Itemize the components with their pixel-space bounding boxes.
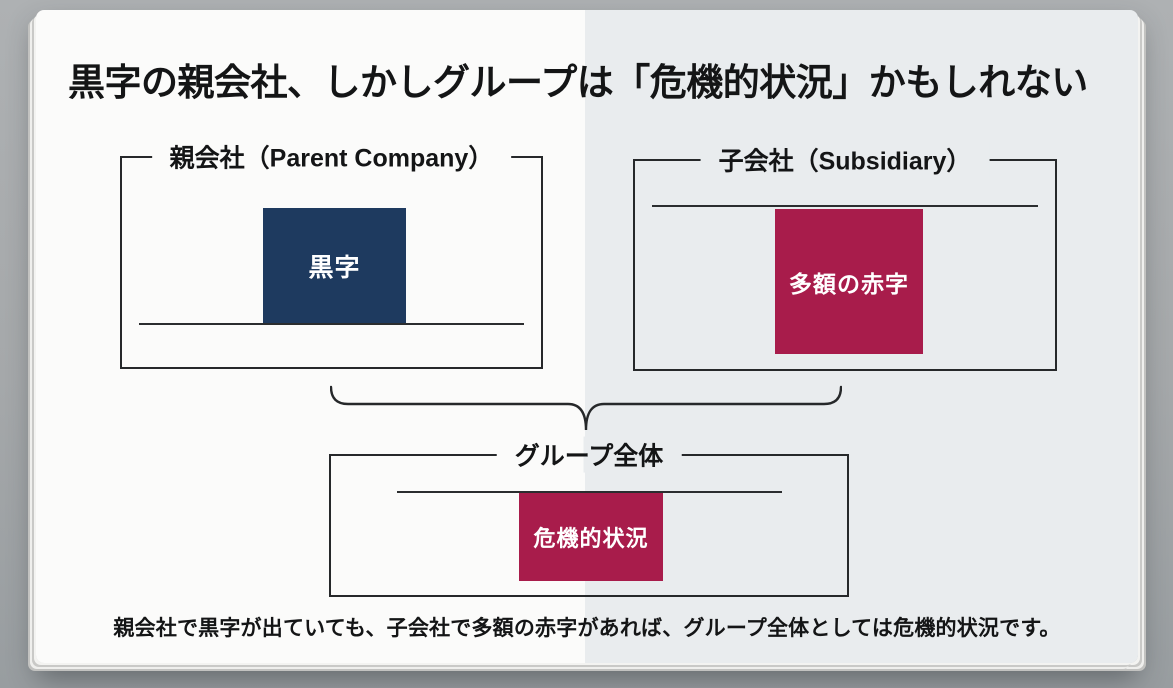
subsidiary-topline — [652, 205, 1038, 207]
profit-bar-label: 黒字 — [308, 253, 361, 282]
critical-bar-label: 危機的状況 — [533, 526, 649, 551]
deficit-bar: 多額の赤字 — [775, 209, 923, 354]
slide-footnote: 親会社で黒字が出ていても、子会社で多額の赤字があれば、グループ全体としては危機的… — [113, 617, 1061, 640]
curly-brace-icon — [330, 385, 842, 433]
parent-company-label: 親会社（Parent Company） — [151, 138, 512, 175]
slide-card: 黒字の親会社、しかしグループは「危機的状況」かもしれない 親会社（Parent … — [36, 10, 1138, 663]
subsidiary-frame: 子会社（Subsidiary） 多額の赤字 — [633, 141, 1057, 371]
parent-company-frame: 親会社（Parent Company） 黒字 — [120, 138, 543, 369]
subsidiary-label: 子会社（Subsidiary） — [700, 141, 990, 178]
group-label: グループ全体 — [496, 436, 682, 473]
critical-bar: 危機的状況 — [519, 493, 663, 581]
parent-baseline — [139, 323, 524, 325]
group-topline — [397, 491, 782, 493]
slide-title: 黒字の親会社、しかしグループは「危機的状況」かもしれない — [68, 62, 1088, 103]
deficit-bar-label: 多額の赤字 — [789, 270, 909, 297]
profit-bar: 黒字 — [263, 208, 406, 323]
group-frame: グループ全体 危機的状況 — [329, 436, 849, 597]
